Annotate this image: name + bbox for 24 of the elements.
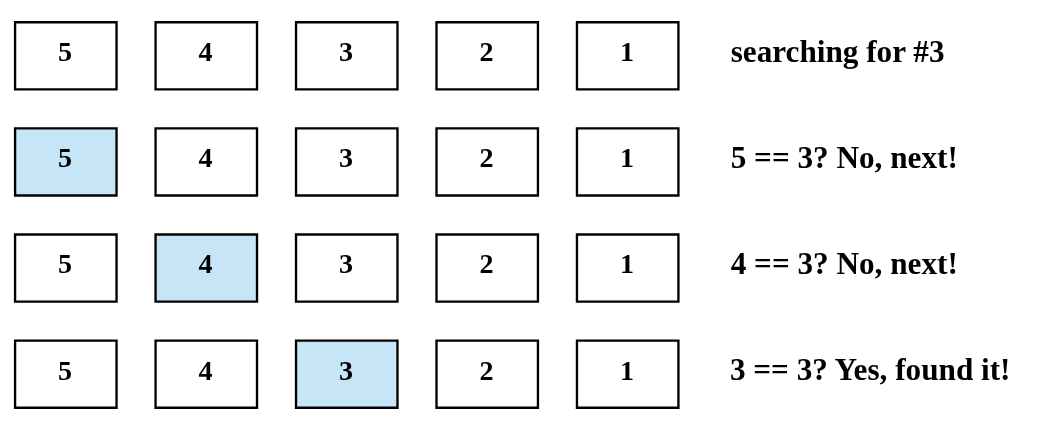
node-box: 1: [575, 21, 680, 91]
node-box: 5: [13, 21, 118, 91]
node-box: 3: [294, 21, 399, 91]
node-box: 4: [154, 339, 259, 409]
node-box: 2: [435, 233, 540, 303]
node-box: 1: [575, 233, 680, 303]
node-box: 4: [154, 21, 259, 91]
node-box: 5: [13, 339, 118, 409]
node-box: 1: [575, 339, 680, 409]
label: 3 == 3? Yes, found it!: [729, 352, 1011, 388]
node-box: 2: [435, 21, 540, 91]
node-box: 3: [294, 339, 399, 409]
node-box: 3: [294, 127, 399, 197]
node-box: 4: [154, 127, 259, 197]
node-box: 5: [13, 127, 118, 197]
node-box: 3: [294, 233, 399, 303]
node-box: 2: [435, 127, 540, 197]
label: 5 == 3? No, next!: [730, 140, 958, 176]
label: 4 == 3? No, next!: [730, 246, 958, 282]
node-box: 4: [154, 233, 259, 303]
node-box: 1: [575, 127, 680, 197]
node-box: 5: [13, 233, 118, 303]
label: searching for #3: [730, 34, 945, 70]
node-box: 2: [435, 339, 540, 409]
